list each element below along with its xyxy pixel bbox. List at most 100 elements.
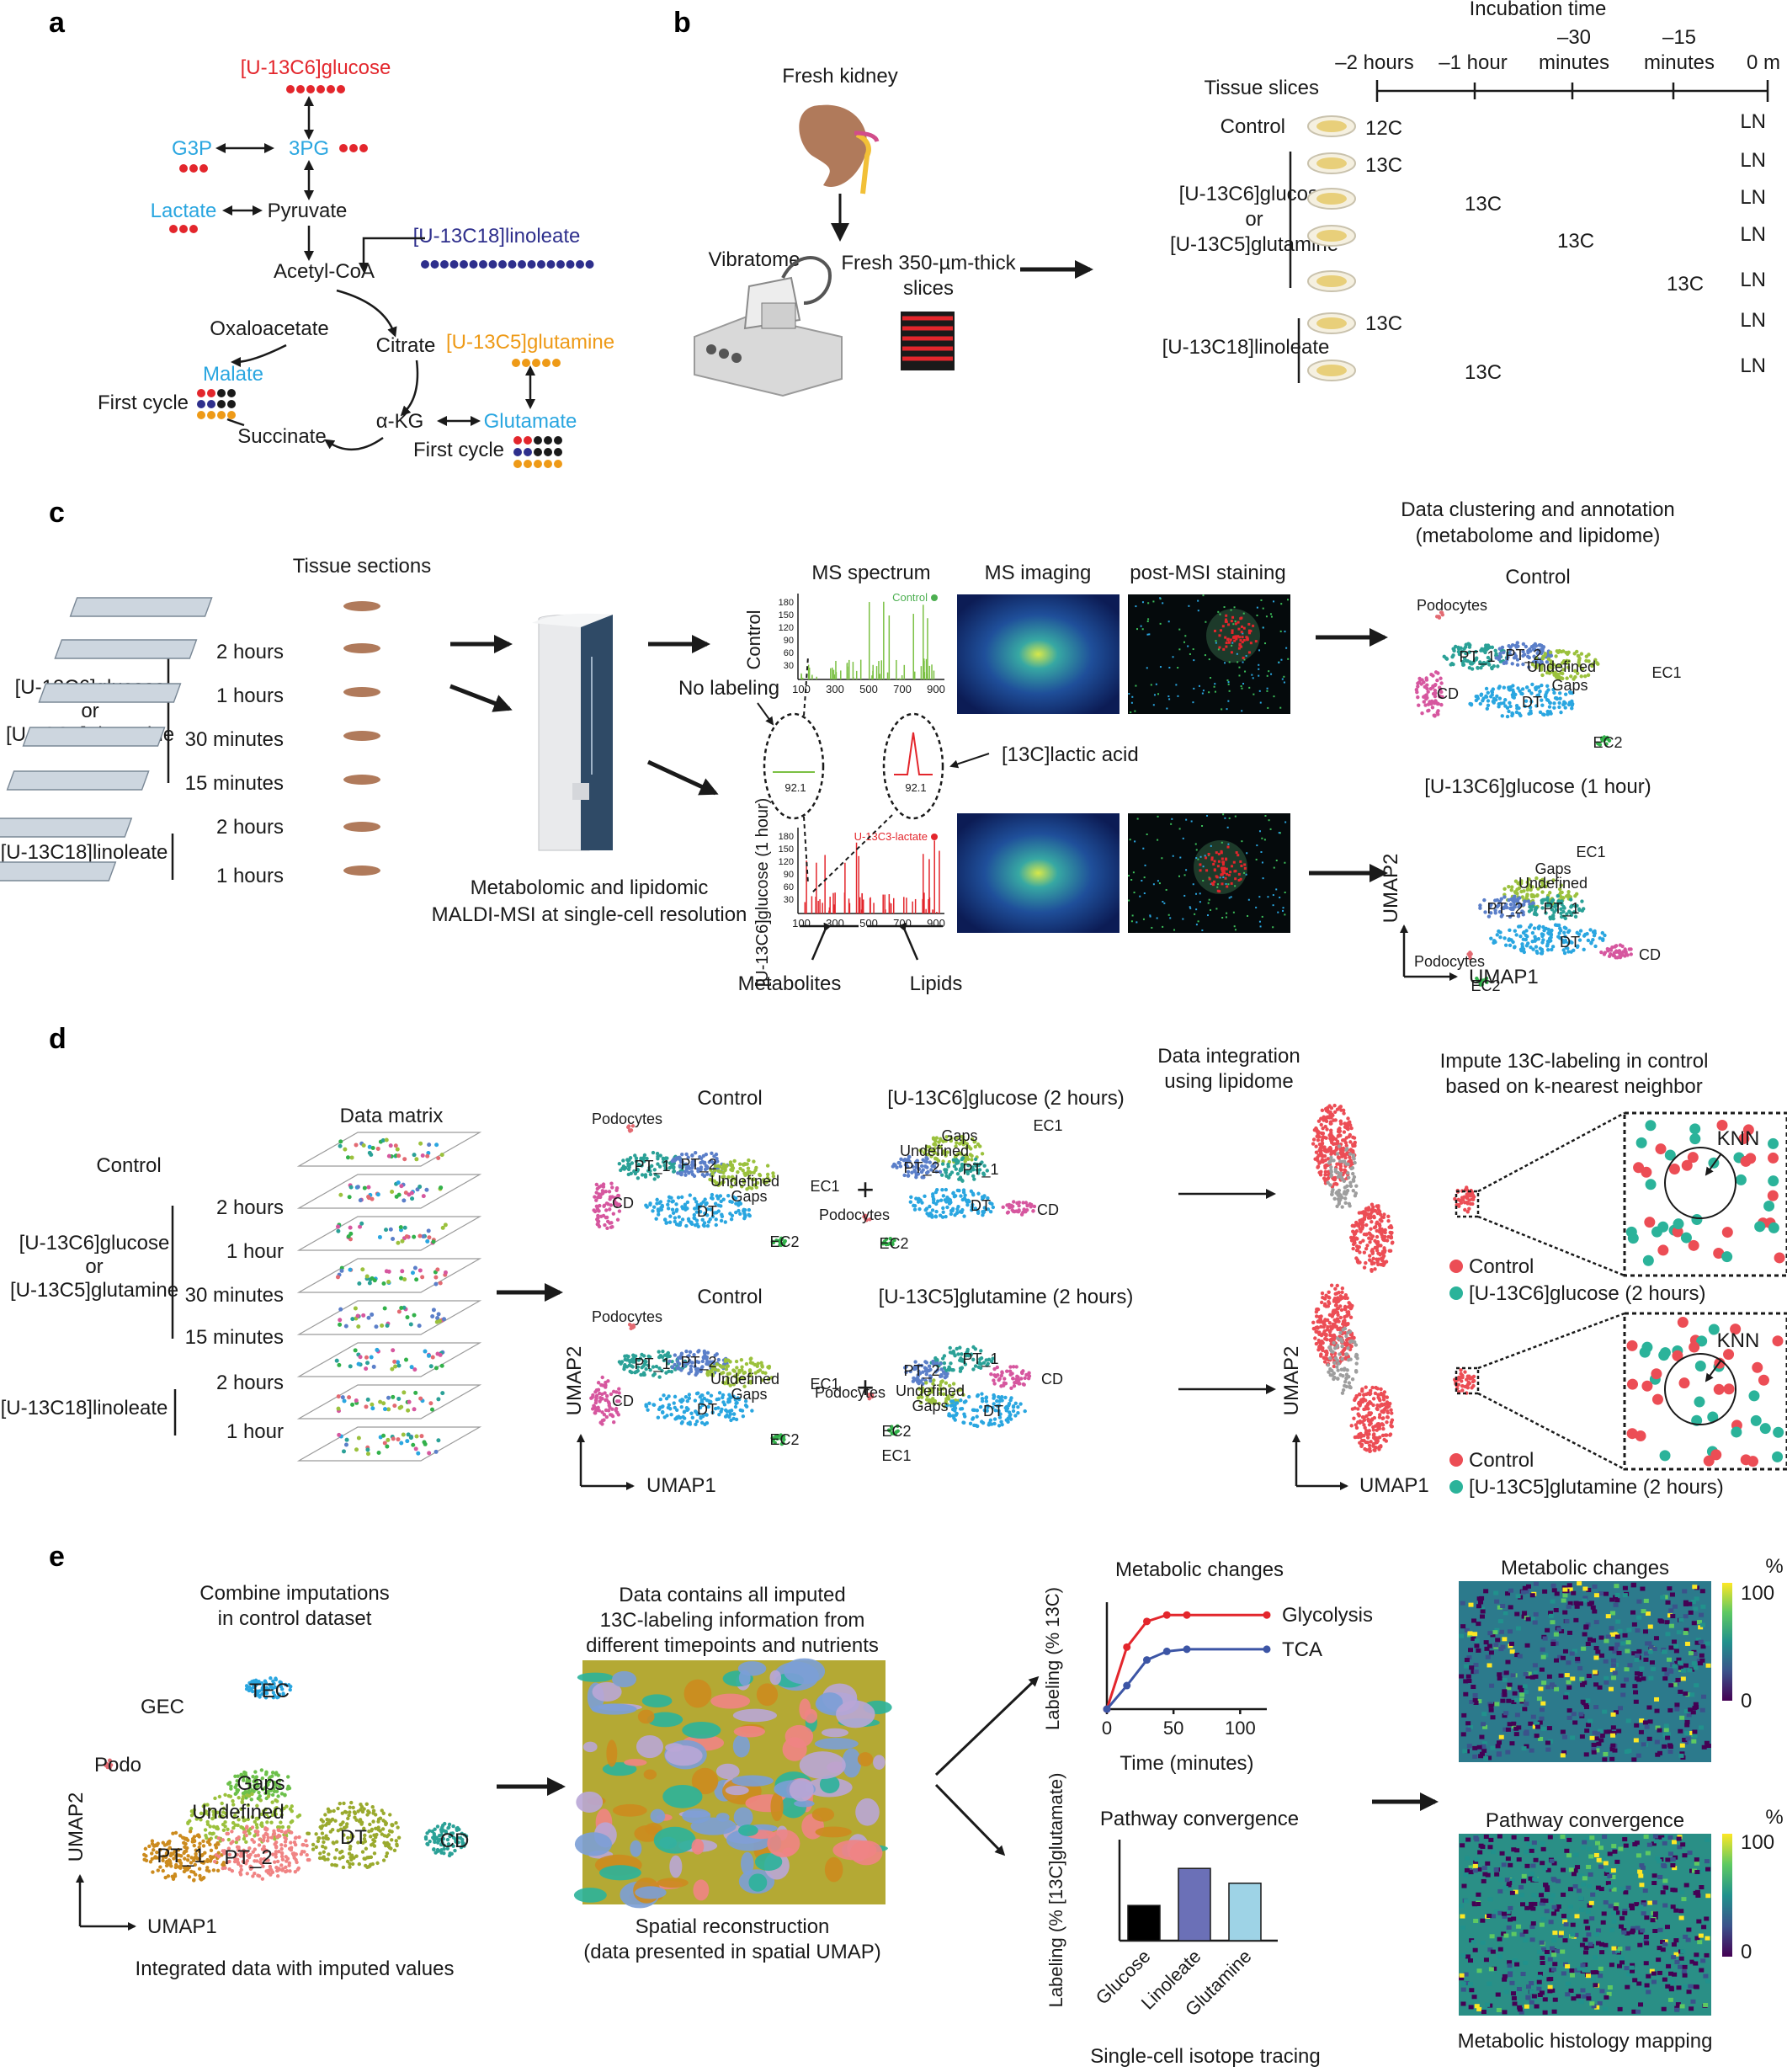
umap-point-dt [710,1196,715,1201]
glass-slide [38,683,182,703]
integrated-point-imputed [1353,1193,1358,1198]
stain-speck [1149,914,1151,917]
tissue-section [343,775,380,785]
integrated-point-control [1370,1210,1375,1214]
stain-speck [1248,686,1251,689]
stain-speck [1228,661,1231,663]
umap-point-pt2 [697,1349,701,1353]
integrated-point-control [1389,1231,1394,1236]
integrated-point-imputed [1332,1340,1336,1345]
matrix-point [425,1238,430,1244]
umap-point-cd [1001,1205,1005,1210]
stain-speck-red [1237,854,1240,857]
d-time-labels: 2 hours 1 hour 30 minutes 15 minutes 2 h… [185,1196,284,1443]
spectrum-xtick: 900 [927,683,945,695]
integrated-point-control [1340,1286,1345,1291]
knn-point [1758,1374,1769,1386]
integrated-point-control [1321,1340,1325,1345]
umap-point-undefined [969,1147,973,1151]
umap-point-pt1 [948,1345,952,1350]
umap-point-cd [1011,1377,1015,1381]
stain-speck-red [1234,622,1237,626]
integrated-point-control [1460,1388,1465,1393]
integrated-point-control [1321,1295,1325,1300]
matrix-point [338,1192,343,1197]
integrated-point-imputed [1343,1366,1347,1371]
stain-speck-red [1199,869,1202,872]
umap-point-pt1 [1442,654,1446,659]
integrated-point-control [1351,1229,1355,1233]
umap-point-dt [710,1192,715,1197]
integrated-point-imputed [1338,1330,1343,1335]
knn-point [1655,1143,1667,1155]
matrix-point [412,1234,417,1239]
stain-speck [1182,837,1184,839]
first-cycle-label-1: First cycle [98,391,189,414]
arrow-slides-maldi-2 [449,684,513,712]
umap-point-undefined [1565,676,1569,680]
d-glutamine-label: [U-13C5]glutamine [10,1279,178,1302]
stain-speck-red [1231,629,1234,632]
stain-speck-red [1226,845,1230,849]
d-time-label: 15 minutes [185,1326,284,1349]
umap-point-dt [1591,929,1596,935]
umap-point-undefined [1517,886,1522,891]
cluster-label: Podocytes [592,1308,662,1325]
umap-point-dt [978,1404,983,1409]
integrated-point-control [1382,1246,1386,1250]
knn-point [1633,1162,1645,1174]
umap-point-podocyte [628,1129,632,1133]
umap-point-cd [1005,1211,1010,1215]
matrix-point [343,1147,348,1152]
umap-point-undefined [1573,668,1577,674]
stain-speck [1202,690,1205,692]
d-glucose-label: [U-13C6]glucose [19,1232,170,1254]
umap-point-pt2 [1523,899,1527,903]
matrix-point [358,1355,363,1360]
matrix-point [361,1313,366,1318]
umap-point-dt [1557,705,1561,710]
knn-zoom-top: KNN [1455,1111,1787,1277]
integrated-point-control [1368,1392,1372,1396]
umap-point-dt [1540,940,1545,945]
umap-point-pt1 [1496,664,1500,668]
stain-speck [1182,918,1184,920]
matrix-point [423,1349,428,1354]
umap-point-dt [1479,692,1484,696]
akg-label: α-KG [376,410,424,433]
integrated-point-control [1467,1206,1471,1211]
integrated-point-control [1385,1420,1389,1425]
integrated-point-control [1353,1241,1357,1245]
matrix-point [399,1441,404,1446]
stain-speck [1149,915,1151,918]
umap-point-dt [1484,686,1489,691]
stain-speck [1208,898,1210,901]
stain-speck [1177,667,1179,669]
umap-point-cd [593,1390,598,1394]
integrated-point-control [1320,1145,1324,1149]
first-cycle-label-2: First cycle [413,439,504,461]
umap-point-dt [687,1393,692,1397]
integrated-point-control [1350,1223,1355,1228]
matrix-layer [296,1384,482,1420]
matrix-point [364,1366,369,1372]
umap-point-undefined [1519,889,1524,894]
cluster-label: EC1 [1576,844,1605,860]
integrated-point-control [1328,1145,1332,1150]
knn-point [1721,1251,1733,1263]
integrated-point-control [1332,1333,1337,1338]
integrated-point-control [1316,1347,1321,1352]
matrix-point [365,1451,370,1457]
stain-speck [1223,606,1226,609]
matrix-point [367,1150,372,1155]
integrated-point-control [1316,1164,1321,1169]
stain-speck [1178,875,1181,877]
stain-speck-red [1234,636,1237,639]
umap-point-dt [1540,698,1544,702]
d-glutamine-title: [U-13C5]glutamine (2 hours) [879,1286,1134,1308]
integrated-point-imputed [1336,1193,1340,1197]
matrix-point [427,1143,432,1148]
umap-point-dt [1517,711,1522,716]
stain-speck [1255,858,1258,860]
